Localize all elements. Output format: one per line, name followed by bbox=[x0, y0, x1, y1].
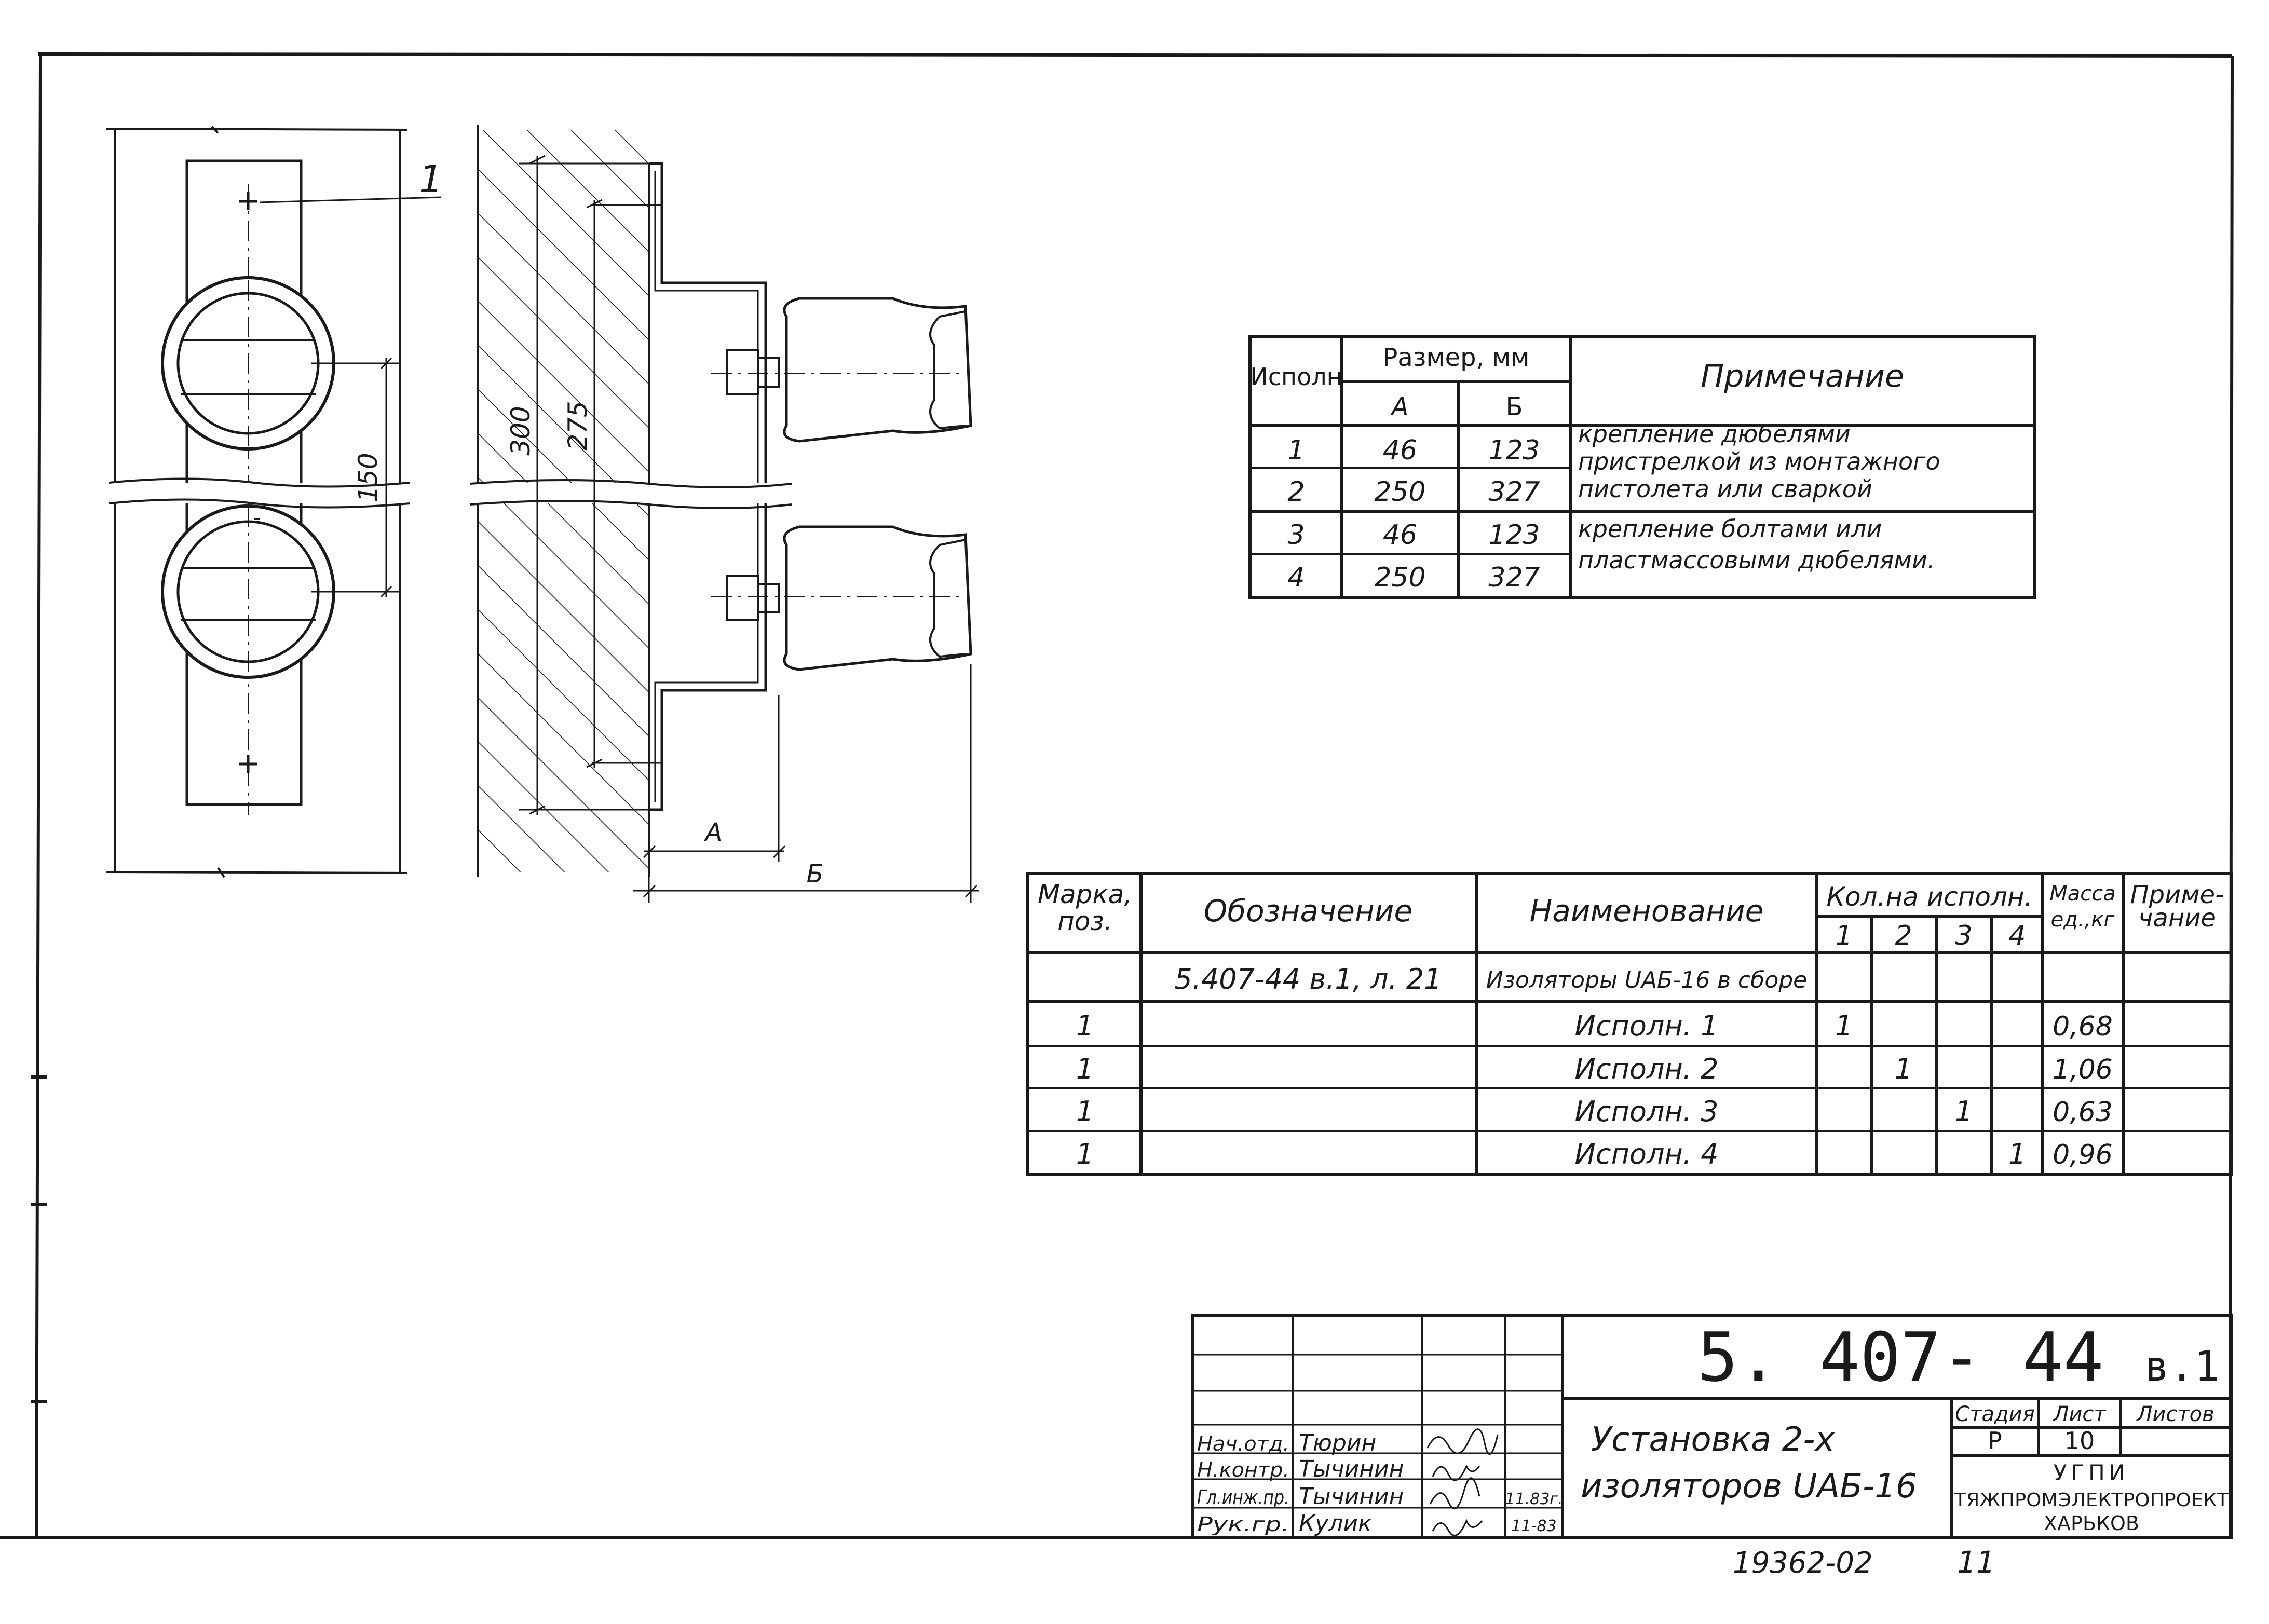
variant-row-2-a: 250 bbox=[1374, 476, 1425, 508]
variant-note-2-line-2: пластмассовыми дюбелями. bbox=[1578, 546, 1935, 574]
org-line-2: ТЯЖПРОМЭЛЕКТРОПРОЕКТ bbox=[1954, 1490, 2229, 1511]
dim-a-label: А bbox=[704, 818, 723, 847]
stage-label: Стадия bbox=[1955, 1402, 2034, 1426]
insulator-front-bottom bbox=[161, 504, 335, 679]
signer-3-role: Гл.инж.пр. bbox=[1197, 1486, 1289, 1509]
variant-row-1-b: 123 bbox=[1488, 435, 1540, 466]
variant-row-4-b: 327 bbox=[1488, 562, 1540, 593]
spec-assembly-name: Изоляторы UАБ-16 в сборе bbox=[1486, 967, 1808, 993]
spec-row-1-mass: 0,68 bbox=[2053, 1011, 2113, 1042]
spec-row-2-q2: 1 bbox=[1895, 1053, 1912, 1085]
insulator-front-top bbox=[161, 276, 335, 451]
spec-row-1-mark: 1 bbox=[1076, 1009, 1094, 1042]
variant-note-1-line-2: пристрелкой из монтажного bbox=[1578, 447, 1940, 475]
variant-row-3-a: 46 bbox=[1383, 520, 1417, 551]
spec-row-4-mass: 0,96 bbox=[2053, 1139, 2113, 1170]
spec-row-4-name: Исполн. 4 bbox=[1575, 1138, 1719, 1170]
variant-row-4-n: 4 bbox=[1287, 562, 1305, 593]
signer-2-name: Тычинин bbox=[1299, 1456, 1404, 1482]
dim-275-label: 275 bbox=[563, 401, 593, 450]
spec-header-qty-1: 1 bbox=[1835, 920, 1852, 951]
spec-assembly-designation: 5.407-44 в.1, л. 21 bbox=[1174, 963, 1442, 995]
spec-header-note-1: Приме- bbox=[2130, 880, 2224, 909]
archive-number: 19362-02 bbox=[1733, 1546, 1873, 1580]
spec-header-qty-3: 3 bbox=[1955, 920, 1972, 951]
spec-header-mark-2: поз. bbox=[1057, 906, 1112, 936]
front-view bbox=[106, 126, 442, 878]
spec-header-qty: Кол.на исполн. bbox=[1827, 882, 2033, 912]
sheet-label: Лист bbox=[2052, 1402, 2107, 1426]
variant-note-1-line-1: крепление дюбелями bbox=[1578, 420, 1851, 448]
variant-row-3-b: 123 bbox=[1488, 520, 1540, 551]
dim-b-label: Б bbox=[807, 859, 824, 889]
drawing-title-line-1: Установка 2-х bbox=[1591, 1421, 1835, 1459]
title-block bbox=[1191, 1314, 2233, 1539]
doc-number: 5. 407- 44 в.1 bbox=[1697, 1318, 2219, 1397]
variant-row-1-a: 46 bbox=[1383, 435, 1417, 466]
spec-header-mark-1: Марка, bbox=[1038, 879, 1132, 909]
spec-row-2-mark: 1 bbox=[1076, 1053, 1094, 1085]
variant-row-2-b: 327 bbox=[1488, 476, 1540, 508]
dim-150-label: 150 bbox=[353, 453, 383, 502]
side-view bbox=[467, 125, 972, 877]
org-line-1: УГПИ bbox=[2054, 1460, 2129, 1485]
variant-header-size: Размер, мм bbox=[1382, 343, 1529, 372]
spec-row-4-mark: 1 bbox=[1076, 1138, 1094, 1170]
variant-row-3-n: 3 bbox=[1287, 520, 1305, 551]
variant-header-a: А bbox=[1390, 392, 1409, 421]
signatures bbox=[1426, 1428, 1499, 1536]
spec-table bbox=[1026, 872, 2233, 1176]
variant-row-4-a: 250 bbox=[1374, 562, 1425, 593]
variant-header-note: Примечание bbox=[1701, 358, 1904, 394]
variant-header-variant: Исполн bbox=[1250, 363, 1342, 391]
insulator-side-bottom bbox=[711, 525, 972, 671]
spec-row-3-q3: 1 bbox=[1955, 1095, 1973, 1128]
org-line-3: ХАРЬКОВ bbox=[2044, 1512, 2139, 1535]
page-number: 11 bbox=[1957, 1545, 1995, 1580]
dim-300-label: 300 bbox=[506, 406, 536, 455]
signer-1-role: Нач.отд. bbox=[1197, 1432, 1289, 1455]
signer-1-name: Тюрин bbox=[1299, 1430, 1376, 1456]
dim-300-275 bbox=[519, 155, 662, 815]
spec-header-designation: Обозначение bbox=[1204, 893, 1412, 929]
variant-row-2-n: 2 bbox=[1287, 476, 1305, 508]
variant-row-1-n: 1 bbox=[1287, 435, 1305, 466]
signer-4-role: Рук.гр. bbox=[1197, 1513, 1289, 1536]
spec-row-1-name: Исполн. 1 bbox=[1575, 1009, 1719, 1042]
spec-row-1-q1: 1 bbox=[1835, 1009, 1853, 1042]
sheet-value: 10 bbox=[2064, 1427, 2095, 1455]
leader-position-label: 1 bbox=[419, 157, 443, 201]
spec-row-4-q4: 1 bbox=[2008, 1138, 2026, 1170]
spec-row-2-mass: 1,06 bbox=[2053, 1054, 2113, 1085]
spec-header-name: Наименование bbox=[1530, 893, 1764, 929]
spec-header-note-2: чание bbox=[2138, 904, 2216, 933]
insulator-side-top bbox=[711, 297, 972, 443]
variant-note-1-line-3: пистолета или сваркой bbox=[1578, 475, 1872, 503]
signer-3-name: Тычинин bbox=[1299, 1483, 1404, 1510]
signer-4-name: Кулик bbox=[1299, 1510, 1372, 1537]
spec-header-qty-4: 4 bbox=[2008, 920, 2026, 951]
signer-2-role: Н.контр. bbox=[1197, 1458, 1289, 1481]
spec-row-3-mark: 1 bbox=[1076, 1095, 1094, 1128]
sheets-label: Листов bbox=[2136, 1402, 2214, 1426]
spec-row-3-name: Исполн. 3 bbox=[1575, 1095, 1719, 1128]
stage-value: Р bbox=[1988, 1427, 2002, 1455]
spec-header-mass-2: ед.,кг bbox=[2051, 908, 2115, 932]
signer-3-date: 11.83г. bbox=[1505, 1490, 1563, 1508]
spec-row-2-name: Исполн. 2 bbox=[1575, 1053, 1719, 1085]
dim-150 bbox=[311, 357, 400, 598]
spec-header-mass-1: Масса bbox=[2049, 882, 2116, 906]
spec-row-3-mass: 0,63 bbox=[2053, 1097, 2113, 1128]
drawing-title-line-2: изоляторов UАБ-16 bbox=[1581, 1467, 1917, 1506]
signer-4-date: 11-83 bbox=[1511, 1517, 1556, 1535]
variant-table bbox=[1248, 335, 2036, 599]
dim-a-b bbox=[633, 664, 979, 903]
spec-header-qty-2: 2 bbox=[1895, 920, 1912, 951]
variant-note-2-line-1: крепление болтами или bbox=[1578, 515, 1882, 543]
variant-header-b: Б bbox=[1506, 392, 1523, 421]
